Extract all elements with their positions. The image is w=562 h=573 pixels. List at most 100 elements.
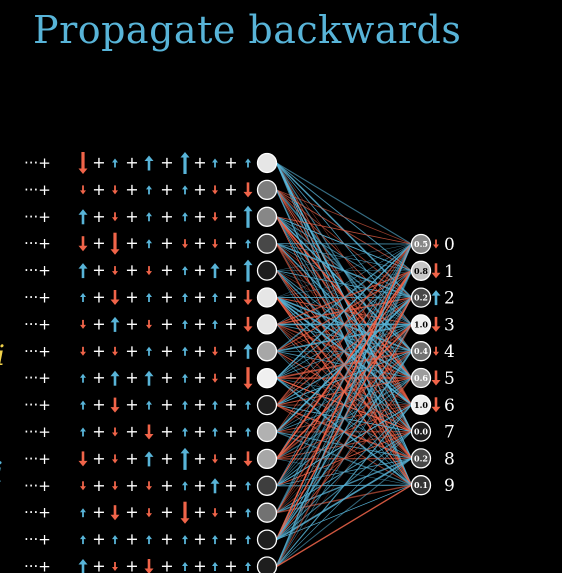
weight-symbol: i: [0, 456, 3, 489]
desired-change-arrow: [433, 239, 439, 249]
nudge-arrow: [78, 263, 88, 279]
plus-sign: +: [224, 476, 237, 495]
nudge-arrow: [112, 481, 118, 491]
plus-sign: +: [125, 261, 138, 280]
activation-value: 1.0: [414, 400, 428, 410]
nudge-arrow: [78, 209, 88, 225]
plus-sign: +: [92, 395, 105, 414]
connection-line: [276, 243, 412, 379]
plus-sign: +: [193, 207, 206, 226]
plus-sign: +: [92, 341, 105, 360]
nudge-arrow: [146, 293, 152, 302]
nudge-arrow: [112, 212, 118, 222]
output-neuron: [410, 314, 432, 335]
connection-line: [276, 457, 412, 567]
plus-sign: +: [193, 234, 206, 253]
plus-sign: +: [125, 234, 138, 253]
plus-sign: +: [160, 449, 173, 468]
connection-line: [276, 243, 412, 325]
weighted-sum-row: ···++++++: [24, 314, 253, 333]
output-neuron: [410, 260, 432, 281]
nudge-arrow: [212, 346, 218, 356]
nudge-arrow: [243, 316, 253, 332]
desired-change-arrow: [433, 346, 439, 356]
row-prefix: ···+: [24, 450, 51, 468]
nudge-arrow: [243, 343, 253, 359]
nudge-arrow: [180, 152, 190, 174]
weighted-sum-row: ···++++++: [24, 557, 251, 573]
nudge-arrow: [146, 535, 152, 545]
connection-lines: [275, 162, 413, 568]
connection-line: [276, 189, 412, 245]
plus-sign: +: [160, 314, 173, 333]
plus-sign: +: [160, 288, 173, 307]
plus-sign: +: [224, 180, 237, 199]
nudge-arrow: [146, 239, 152, 249]
nudge-arrow: [245, 562, 251, 571]
plus-sign: +: [193, 368, 206, 387]
nudge-arrow: [112, 562, 118, 571]
hidden-neuron: [256, 502, 278, 523]
nudge-arrow: [245, 535, 251, 545]
output-neuron: [410, 394, 432, 415]
nudge-arrow: [182, 562, 188, 571]
plus-sign: +: [193, 288, 206, 307]
nudge-arrow: [212, 535, 218, 545]
nudge-arrow: [243, 205, 253, 228]
hidden-neuron: [256, 448, 278, 470]
plus-sign: +: [160, 503, 173, 522]
hidden-neuron: [256, 287, 278, 308]
weighted-sum-row: ···++++++: [24, 447, 253, 470]
plus-sign: +: [160, 368, 173, 387]
hidden-neuron: [256, 152, 278, 174]
plus-sign: +: [92, 557, 105, 573]
activation-value: 0.5: [414, 239, 428, 249]
plus-sign: +: [193, 395, 206, 414]
plus-sign: +: [224, 153, 237, 172]
weighted-sum-row: ···++++++: [24, 395, 251, 414]
connection-line: [275, 270, 413, 567]
weighted-sum-row: ···++++++: [24, 501, 251, 524]
plus-sign: +: [193, 530, 206, 549]
activation-symbol: i: [0, 339, 5, 372]
nudge-arrow: [110, 232, 120, 255]
digit-label: 8: [444, 449, 455, 469]
weighted-sum-row: ···++++++: [24, 259, 253, 282]
nudge-arrow: [80, 346, 86, 356]
row-prefix: ···+: [24, 208, 51, 226]
row-prefix: ···+: [24, 504, 51, 522]
row-prefix: ···+: [24, 342, 51, 360]
nudge-arrow: [146, 212, 152, 222]
nudge-arrow: [110, 505, 120, 521]
plus-sign: +: [224, 557, 237, 573]
hidden-layer-neurons: [256, 152, 278, 573]
nudge-arrow: [80, 293, 86, 302]
plus-sign: +: [193, 503, 206, 522]
digit-label: 1: [444, 262, 455, 282]
nudge-arrow: [212, 158, 218, 168]
digit-label: 2: [444, 289, 455, 309]
hidden-neuron: [256, 206, 278, 227]
nudge-arrow: [245, 427, 251, 437]
nudge-arrow: [182, 293, 188, 302]
row-prefix: ···+: [24, 154, 51, 172]
plus-sign: +: [125, 422, 138, 441]
plus-sign: +: [92, 288, 105, 307]
nudge-arrow: [78, 236, 88, 252]
connection-line: [276, 404, 412, 567]
plus-sign: +: [224, 422, 237, 441]
row-prefix: ···+: [24, 315, 51, 333]
nudge-arrow: [245, 239, 251, 249]
nudge-arrow: [182, 185, 188, 195]
hidden-neuron: [256, 368, 278, 389]
plus-sign: +: [160, 341, 173, 360]
activation-value: 0.6: [414, 373, 428, 383]
plus-sign: +: [92, 530, 105, 549]
row-prefix: ···+: [24, 369, 51, 387]
weighted-sum-row: ···++++++: [24, 288, 253, 307]
nudge-arrow: [78, 559, 88, 573]
plus-sign: +: [125, 288, 138, 307]
desired-change-arrow: [431, 316, 441, 332]
nudge-arrow: [144, 559, 154, 573]
